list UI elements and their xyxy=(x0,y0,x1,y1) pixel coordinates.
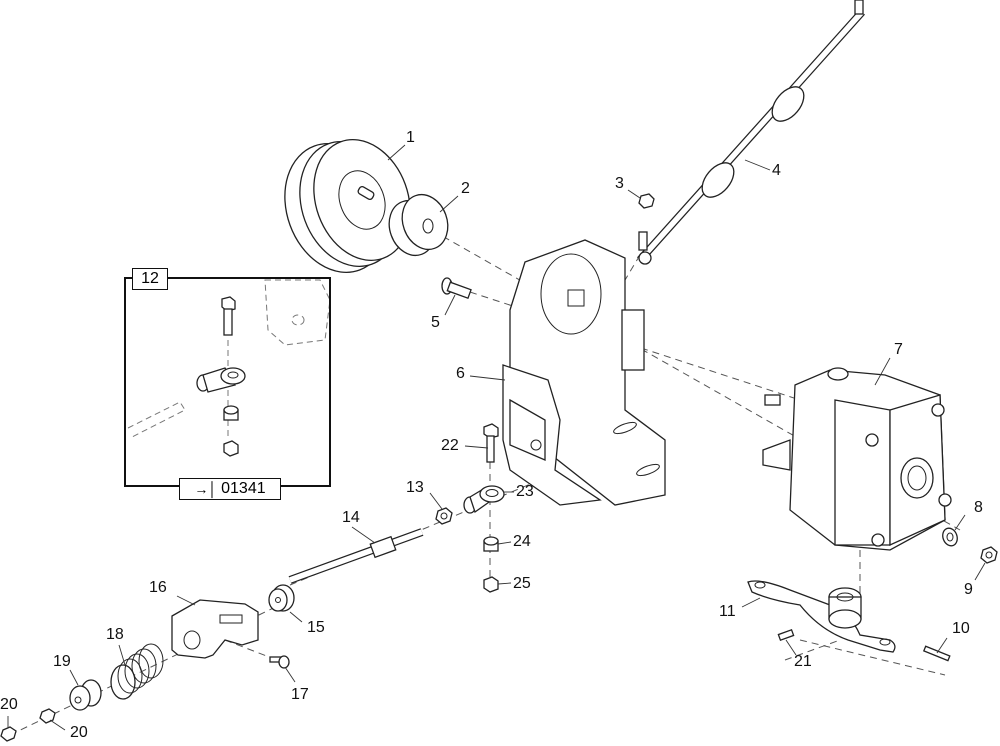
part-rod-end[interactable] xyxy=(463,485,505,514)
callout-6[interactable]: 6 xyxy=(456,365,465,382)
callout-5[interactable]: 5 xyxy=(431,314,440,331)
inset-reference-label: 01341 xyxy=(221,480,266,497)
part-lever-arm[interactable] xyxy=(747,580,896,653)
part-bushing-15[interactable] xyxy=(268,584,295,612)
part-nut-3[interactable] xyxy=(638,193,655,209)
arrow-to-bar-icon: →│ xyxy=(194,481,218,497)
callout-11[interactable]: 11 xyxy=(719,603,736,620)
callout-23[interactable]: 23 xyxy=(516,483,534,500)
callout-20b[interactable]: 20 xyxy=(70,724,88,741)
callout-4[interactable]: 4 xyxy=(772,162,781,179)
part-spring-cup[interactable] xyxy=(69,679,102,711)
part-washer-8[interactable] xyxy=(940,526,959,548)
detail-inset-frame xyxy=(124,277,331,487)
part-control-cable[interactable] xyxy=(637,0,865,265)
callout-21[interactable]: 21 xyxy=(794,653,812,670)
callout-19[interactable]: 19 xyxy=(53,653,71,670)
inset-reference-link[interactable]: →│ 01341 xyxy=(179,478,281,500)
part-set-screw[interactable] xyxy=(777,628,795,642)
inset-callout-12[interactable]: 12 xyxy=(132,268,168,290)
callout-16[interactable]: 16 xyxy=(149,579,167,596)
callout-3[interactable]: 3 xyxy=(615,175,624,192)
part-nut-20a[interactable] xyxy=(39,708,56,724)
part-spring[interactable] xyxy=(110,643,164,700)
callout-2[interactable]: 2 xyxy=(461,180,470,197)
callout-9[interactable]: 9 xyxy=(964,581,973,598)
callout-22[interactable]: 22 xyxy=(441,437,459,454)
part-hydraulic-pump[interactable] xyxy=(762,367,952,551)
callout-1[interactable]: 1 xyxy=(406,129,415,146)
callout-20a[interactable]: 20 xyxy=(0,696,18,713)
leader-lines xyxy=(7,144,986,731)
callout-10[interactable]: 10 xyxy=(952,620,970,637)
part-pin-5[interactable] xyxy=(441,277,472,300)
callout-7[interactable]: 7 xyxy=(894,341,903,358)
callout-18[interactable]: 18 xyxy=(106,626,124,643)
part-nut-25[interactable] xyxy=(483,576,499,593)
part-screw-17[interactable] xyxy=(269,655,290,669)
callout-17[interactable]: 17 xyxy=(291,686,309,703)
callout-8[interactable]: 8 xyxy=(974,499,983,516)
part-spacer-24[interactable] xyxy=(483,536,499,552)
inset-drawing xyxy=(127,279,331,457)
callout-15[interactable]: 15 xyxy=(307,619,325,636)
part-nut-9[interactable] xyxy=(980,546,998,564)
part-pin-10[interactable] xyxy=(922,645,951,662)
part-pulley[interactable] xyxy=(267,126,426,287)
part-rod[interactable] xyxy=(288,528,424,584)
callout-24[interactable]: 24 xyxy=(513,533,531,550)
part-nut-20b[interactable] xyxy=(0,726,17,742)
part-mounting-bracket[interactable] xyxy=(502,239,666,506)
part-bolt-22[interactable] xyxy=(483,423,499,463)
callout-14[interactable]: 14 xyxy=(342,509,360,526)
part-clevis-bracket[interactable] xyxy=(171,599,259,659)
callout-13[interactable]: 13 xyxy=(406,479,424,496)
part-taper-bushing[interactable] xyxy=(382,188,455,262)
part-nut-13[interactable] xyxy=(435,507,453,525)
callout-25[interactable]: 25 xyxy=(513,575,531,592)
